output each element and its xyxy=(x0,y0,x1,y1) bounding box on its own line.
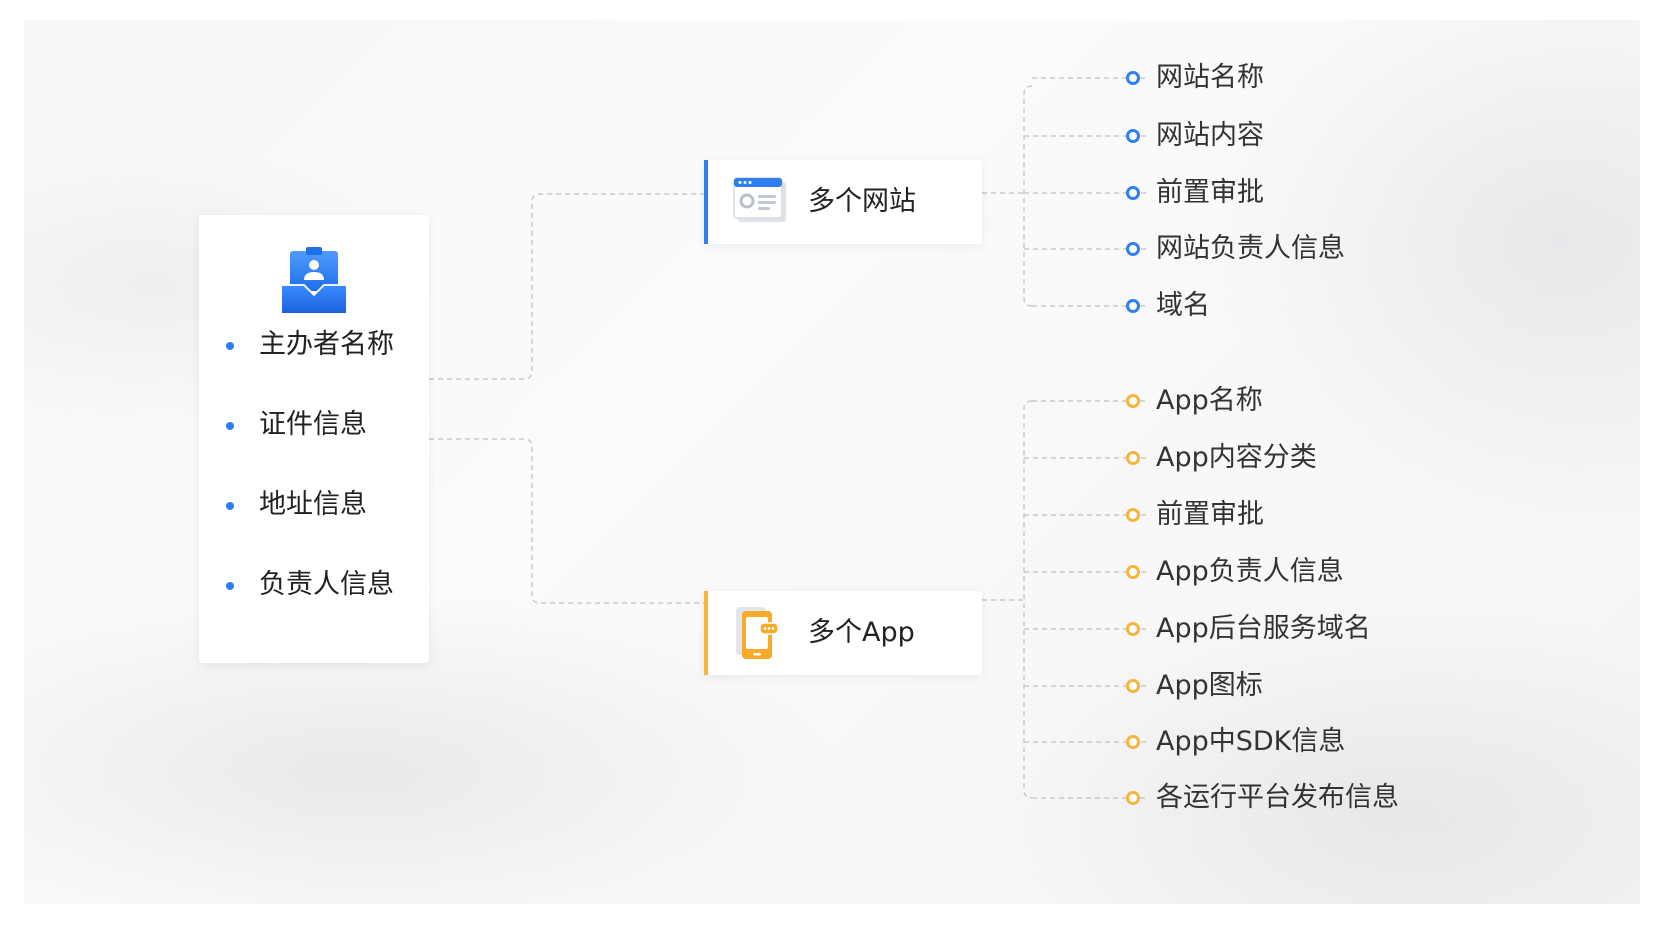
ring-bullet-icon xyxy=(1126,508,1140,522)
connector-website-spine xyxy=(1023,85,1033,307)
app-branch-title: 多个App xyxy=(808,617,915,648)
ring-bullet-icon xyxy=(1126,394,1140,408)
website-leaf-label: 网站内容 xyxy=(1156,120,1264,151)
organizer-info-list: 主办者名称 证件信息 地址信息 负责人信息 xyxy=(199,327,394,647)
app-leaf-label: App负责人信息 xyxy=(1156,556,1344,587)
ring-bullet-icon xyxy=(1126,451,1140,465)
website-leaf-label: 网站负责人信息 xyxy=(1156,233,1345,264)
list-item: 地址信息 xyxy=(199,487,394,567)
organizer-item-label: 地址信息 xyxy=(259,489,367,520)
app-leaf-label: 各运行平台发布信息 xyxy=(1156,782,1399,813)
ring-bullet-icon xyxy=(1126,299,1140,313)
app-leaf-label: App后台服务域名 xyxy=(1156,613,1371,644)
list-item: 证件信息 xyxy=(199,407,394,487)
website-leaf-label: 域名 xyxy=(1156,290,1210,321)
ring-bullet-icon xyxy=(1126,679,1140,693)
ring-bullet-icon xyxy=(1126,186,1140,200)
bullet-dot-icon xyxy=(226,502,234,510)
ring-bullet-icon xyxy=(1126,71,1140,85)
organizer-item-label: 主办者名称 xyxy=(259,329,394,360)
connector-to-app xyxy=(429,438,704,604)
website-branch-card: 多个网站 xyxy=(704,160,982,244)
bullet-dot-icon xyxy=(226,422,234,430)
diagram-canvas: 主办者名称 证件信息 地址信息 负责人信息 xyxy=(24,20,1640,904)
organizer-item-label: 负责人信息 xyxy=(259,569,394,600)
website-leaf-label: 网站名称 xyxy=(1156,62,1264,93)
ring-bullet-icon xyxy=(1126,242,1140,256)
bullet-dot-icon xyxy=(226,342,234,350)
app-leaf-label: App内容分类 xyxy=(1156,442,1317,473)
connector-app-spine xyxy=(1023,400,1033,799)
ring-bullet-icon xyxy=(1126,129,1140,143)
organizer-item-label: 证件信息 xyxy=(259,409,367,440)
ring-bullet-icon xyxy=(1126,565,1140,579)
organizer-card: 主办者名称 证件信息 地址信息 负责人信息 xyxy=(199,215,429,663)
app-branch-card: 多个App xyxy=(704,591,982,675)
accent-bar xyxy=(704,160,708,244)
website-branch-title: 多个网站 xyxy=(808,186,916,217)
ring-bullet-icon xyxy=(1126,791,1140,805)
connector-to-website xyxy=(429,193,704,380)
app-leaf-label: App图标 xyxy=(1156,670,1263,701)
browser-window-icon xyxy=(733,177,786,222)
accent-bar xyxy=(704,591,708,675)
list-item: 负责人信息 xyxy=(199,567,394,647)
website-leaf-label: 前置审批 xyxy=(1156,177,1264,208)
id-card-tray-icon xyxy=(282,247,346,313)
ring-bullet-icon xyxy=(1126,735,1140,749)
app-leaf-label: 前置审批 xyxy=(1156,499,1264,530)
app-leaf-label: App名称 xyxy=(1156,385,1263,416)
bullet-dot-icon xyxy=(226,582,234,590)
mobile-app-icon xyxy=(736,607,779,659)
ring-bullet-icon xyxy=(1126,622,1140,636)
app-leaf-label: App中SDK信息 xyxy=(1156,726,1346,757)
list-item: 主办者名称 xyxy=(199,327,394,407)
